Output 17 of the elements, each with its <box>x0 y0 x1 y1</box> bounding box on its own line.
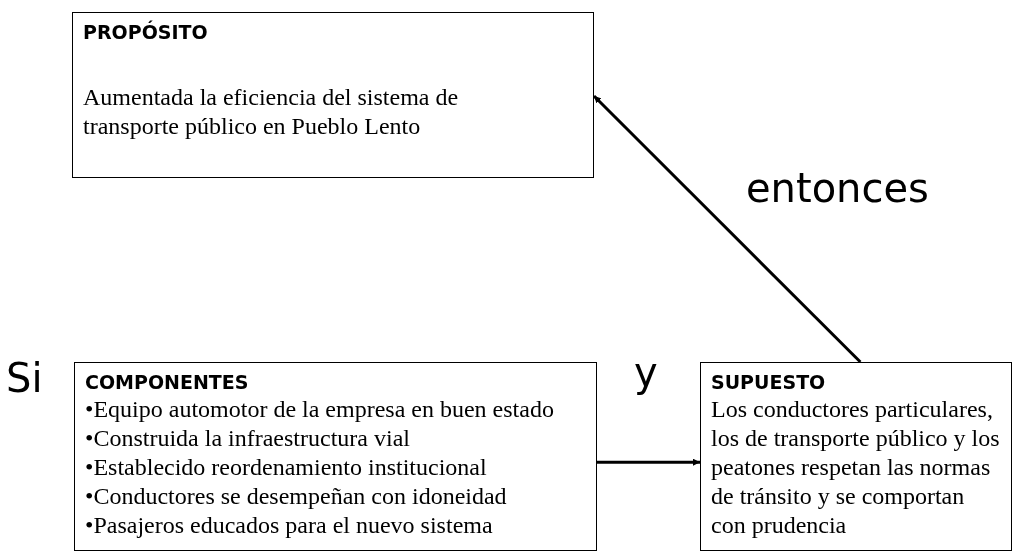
box-heading: PROPÓSITO <box>83 19 208 45</box>
box-text: •Conductores se desempeñan con idoneidad <box>85 482 507 511</box>
box-text: Aumentada la eficiencia del sistema de transporte público en Pueblo Lento <box>83 83 460 141</box>
box-text: •Equipo automotor de la empresa en buen estado <box>85 395 554 424</box>
connector-word: entonces <box>746 168 929 208</box>
box-heading: COMPONENTES <box>85 370 249 395</box>
box-text: •Pasajeros educados para el nuevo sistema <box>85 511 493 540</box>
connector-word: Si <box>6 358 43 398</box>
box-text: Los conductores particulares, los de transporte público y los peatones respetan las normas de tránsito y se comportan con prudencia <box>711 395 1001 540</box>
box-text: •Establecido reordenamiento institucional <box>85 453 487 482</box>
box-heading: SUPUESTO <box>711 370 826 395</box>
arrow <box>597 458 700 466</box>
text-box <box>700 362 1012 551</box>
box-text: •Construida la infraestructura vial <box>85 424 410 453</box>
arrow <box>592 94 862 364</box>
text-box <box>74 362 597 551</box>
text-box <box>72 12 594 178</box>
